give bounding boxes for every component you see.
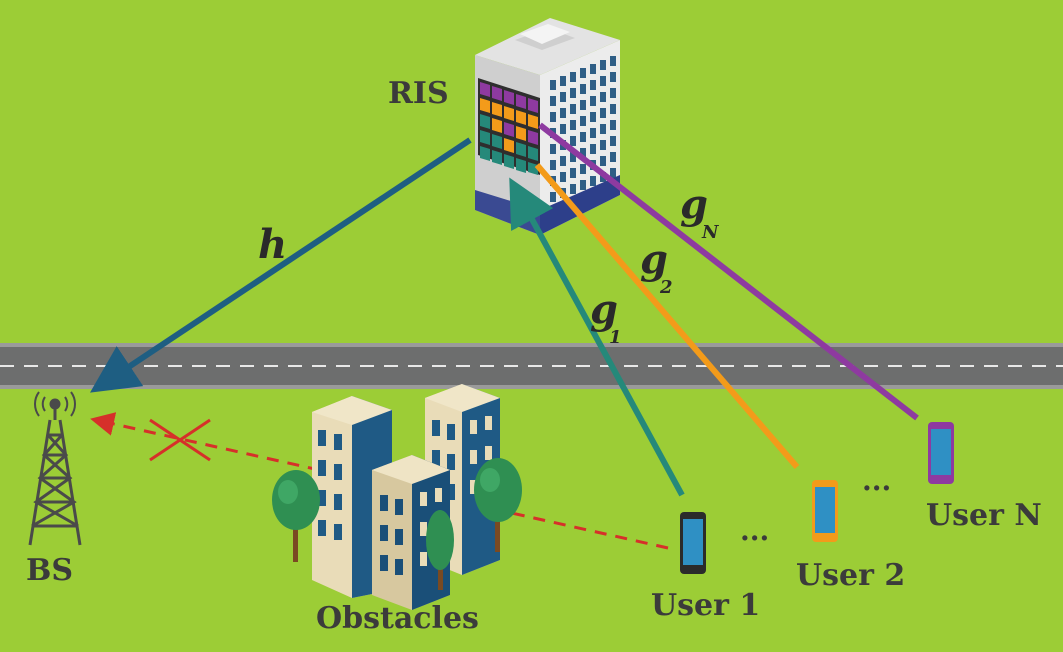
road (0, 343, 1063, 389)
user1-phone-icon (680, 512, 706, 574)
bs-tower-icon (28, 391, 82, 546)
channel-g2-subscript: 2 (659, 277, 673, 298)
user2-label: User 2 (796, 558, 905, 593)
user2-phone-icon (812, 480, 838, 542)
link-h (90, 137, 472, 393)
channel-g2-label: g (640, 236, 668, 283)
user1-label: User 1 (651, 588, 760, 623)
ris-label: RIS (388, 76, 449, 111)
userN-label: User N (926, 498, 1042, 533)
blocked-direct-link (90, 412, 669, 550)
dots-between-users: ... (740, 514, 769, 547)
channel-g1-label: g (590, 286, 618, 333)
blocked-cross-icon (149, 418, 211, 462)
tree-icon (426, 510, 454, 590)
link-gN (538, 122, 919, 421)
userN-phone-icon (928, 422, 954, 484)
channel-gN-label: g (680, 181, 708, 228)
tree-icon (474, 458, 522, 552)
ris-surface-panel (478, 78, 540, 175)
channel-g1-subscript: 1 (609, 327, 622, 348)
obstacle-buildings (312, 384, 500, 610)
bs-label: BS (26, 553, 73, 588)
link-g2 (534, 163, 800, 469)
tree-icon (272, 470, 320, 562)
link-g1 (509, 177, 685, 497)
channel-gN-subscript: N (701, 222, 720, 243)
channel-h-label: h (258, 221, 287, 268)
dots-before-userN: ... (862, 464, 891, 497)
obstacles-label: Obstacles (316, 601, 479, 636)
